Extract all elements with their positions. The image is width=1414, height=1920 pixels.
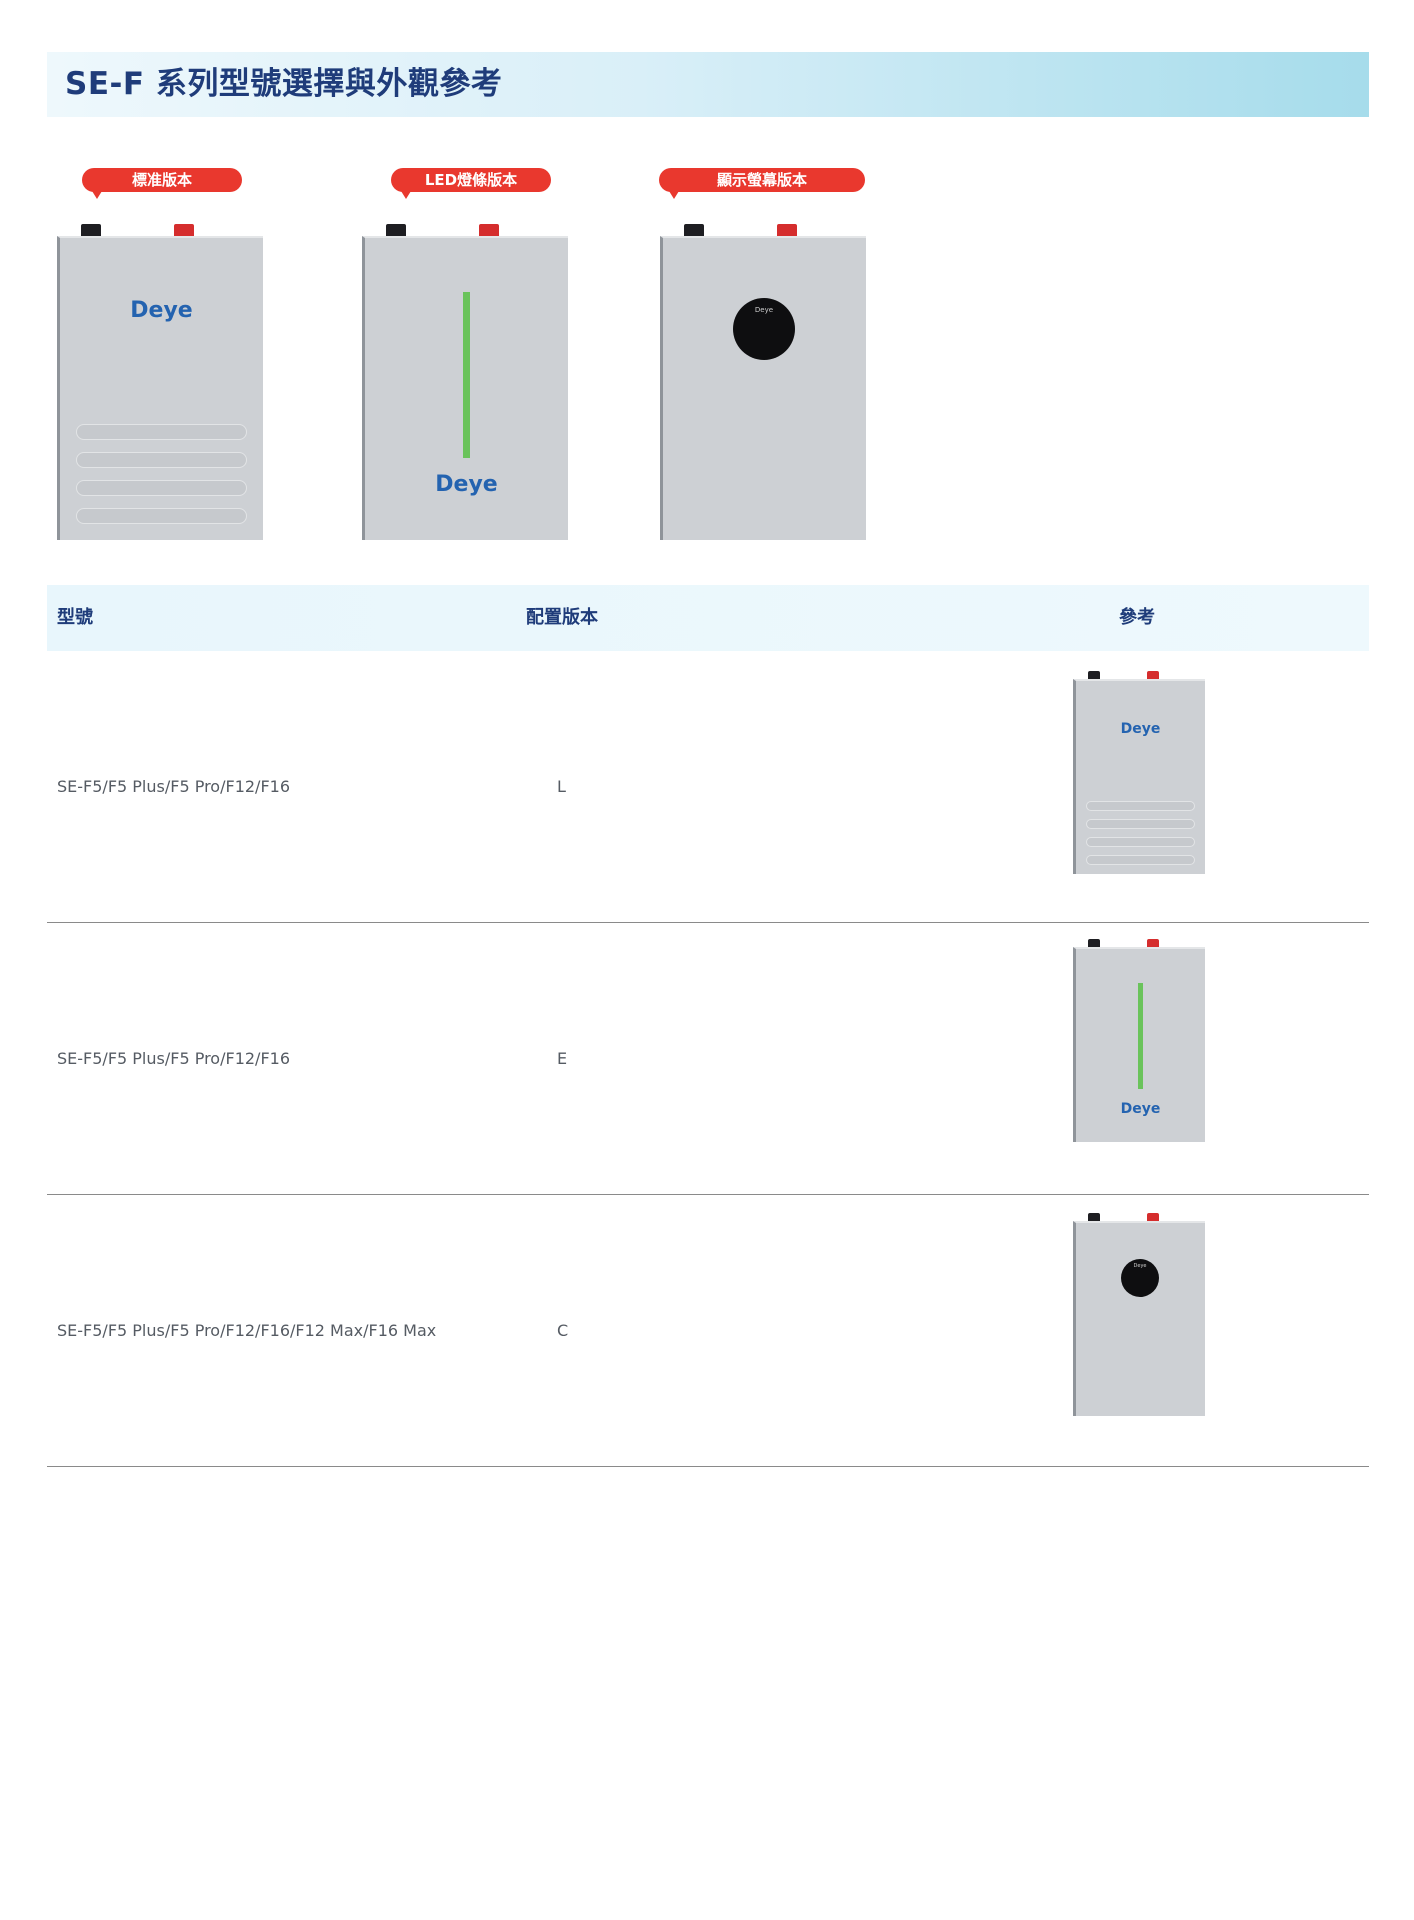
reference-image: Deye <box>1073 939 1205 1142</box>
battery-body: Deye <box>1073 947 1205 1142</box>
positive-terminal-icon <box>174 224 194 236</box>
battery-body: Deye <box>57 236 263 540</box>
model-cell: SE-F5/F5 Plus/F5 Pro/F12/F16/F12 Max/F16… <box>57 1321 437 1340</box>
column-header-ref: 參考 <box>1119 607 1155 628</box>
display-logo: Deye <box>1133 1263 1147 1269</box>
display-logo: Deye <box>754 306 774 314</box>
vent-slot <box>76 508 247 524</box>
display-screen-icon: Deye <box>1121 1259 1159 1297</box>
config-cell: C <box>557 1321 569 1340</box>
reference-image: Deye <box>1073 671 1205 874</box>
deye-logo: Deye <box>1120 1101 1161 1117</box>
battery-image-standard: Deye <box>57 224 263 540</box>
positive-terminal-icon <box>1147 939 1159 947</box>
negative-terminal-icon <box>1088 671 1100 679</box>
config-cell: L <box>557 777 566 796</box>
variant-label-display: 顯示螢幕版本 <box>659 168 865 199</box>
deye-logo: Deye <box>130 298 193 323</box>
vent-slot <box>1086 855 1195 865</box>
table-header: 型號 配置版本 參考 <box>47 585 1369 651</box>
config-cell: E <box>557 1049 568 1068</box>
vent-slot <box>76 452 247 468</box>
variant-label-standard: 標准版本 <box>82 168 242 199</box>
table-row: SE-F5/F5 Plus/F5 Pro/F12/F16 E Deye <box>47 923 1369 1195</box>
battery-body: Deye <box>362 236 568 540</box>
negative-terminal-icon <box>81 224 101 236</box>
vent-slot <box>76 424 247 440</box>
page-title: SE-F 系列型號選擇與外觀參考 <box>65 66 503 102</box>
model-cell: SE-F5/F5 Plus/F5 Pro/F12/F16 <box>57 777 290 796</box>
battery-image-display: Deye <box>660 224 866 540</box>
battery-image-led: Deye <box>362 224 568 540</box>
negative-terminal-icon <box>684 224 704 236</box>
deye-logo: Deye <box>435 472 498 497</box>
reference-image: Deye <box>1073 1213 1205 1416</box>
negative-terminal-icon <box>1088 1213 1100 1221</box>
negative-terminal-icon <box>1088 939 1100 947</box>
column-header-config: 配置版本 <box>526 607 598 628</box>
model-cell: SE-F5/F5 Plus/F5 Pro/F12/F16 <box>57 1049 290 1068</box>
variant-label-led: LED燈條版本 <box>391 168 551 199</box>
battery-body: Deye <box>1073 1221 1205 1416</box>
battery-body: Deye <box>1073 679 1205 874</box>
positive-terminal-icon <box>777 224 797 236</box>
battery-body: Deye <box>660 236 866 540</box>
table-row: SE-F5/F5 Plus/F5 Pro/F12/F16/F12 Max/F16… <box>47 1195 1369 1467</box>
display-screen-icon: Deye <box>733 298 795 360</box>
table-row: SE-F5/F5 Plus/F5 Pro/F12/F16 L Deye <box>47 651 1369 923</box>
vent-slot <box>1086 837 1195 847</box>
header-banner: SE-F 系列型號選擇與外觀參考 <box>47 52 1369 117</box>
positive-terminal-icon <box>1147 1213 1159 1221</box>
column-header-model: 型號 <box>57 607 93 628</box>
vent-slot <box>1086 819 1195 829</box>
led-bar <box>1138 983 1143 1089</box>
negative-terminal-icon <box>386 224 406 236</box>
positive-terminal-icon <box>1147 671 1159 679</box>
led-bar <box>463 292 470 458</box>
vent-slot <box>76 480 247 496</box>
positive-terminal-icon <box>479 224 499 236</box>
deye-logo: Deye <box>1120 721 1161 737</box>
vent-slot <box>1086 801 1195 811</box>
